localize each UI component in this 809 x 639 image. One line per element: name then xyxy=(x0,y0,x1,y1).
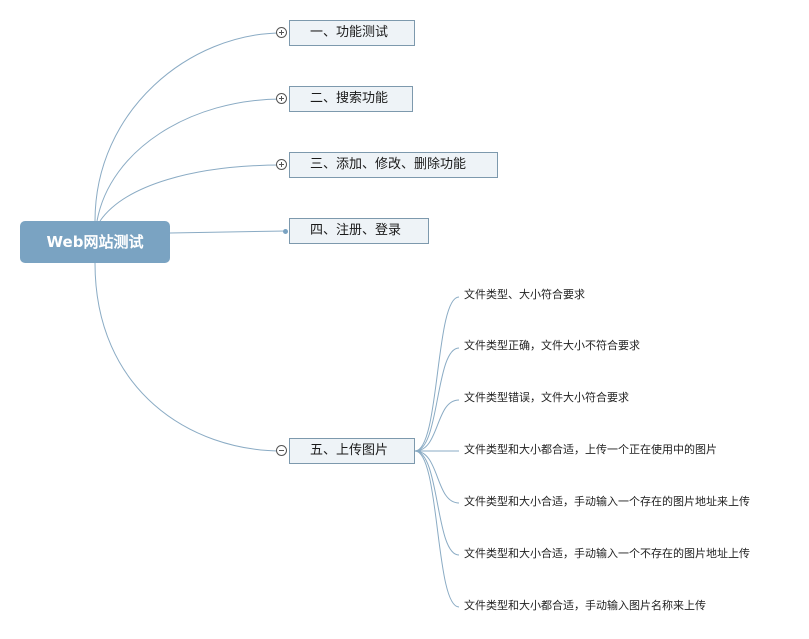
upload-case-item[interactable]: 文件类型和大小合适，手动输入一个不存在的图片地址上传 xyxy=(464,547,750,560)
connector-leaf-3 xyxy=(414,399,460,452)
upload-case-item[interactable]: 文件类型和大小都合适，手动输入图片名称来上传 xyxy=(464,599,706,612)
connector-branch-2 xyxy=(96,98,283,222)
connector-leaf-1 xyxy=(414,296,460,452)
expand-icon[interactable] xyxy=(276,93,287,104)
connector-leaf-6 xyxy=(414,450,460,556)
connector-branch-3 xyxy=(99,164,283,222)
connector-leaf-7 xyxy=(414,450,460,608)
upload-case-item[interactable]: 文件类型、大小符合要求 xyxy=(464,288,585,301)
branch-label: 三、添加、修改、删除功能 xyxy=(310,157,467,172)
branch-add-edit-delete[interactable]: 三、添加、修改、删除功能 xyxy=(289,152,498,178)
expand-icon[interactable] xyxy=(276,159,287,170)
collapse-icon[interactable] xyxy=(276,445,287,456)
upload-case-item[interactable]: 文件类型正确，文件大小不符合要求 xyxy=(464,339,640,352)
connector-branch-5 xyxy=(94,262,283,452)
branch-label: 五、上传图片 xyxy=(310,443,389,458)
branch-upload-image[interactable]: 五、上传图片 xyxy=(289,438,415,464)
branch-label: 四、注册、登录 xyxy=(310,223,402,238)
branch-label: 二、搜索功能 xyxy=(310,91,389,106)
connector-leaf-5 xyxy=(414,450,460,504)
branch-label: 一、功能测试 xyxy=(310,25,389,40)
connector-leaf-2 xyxy=(414,347,460,452)
connector-branch-4 xyxy=(169,230,287,234)
branch-functional-test[interactable]: 一、功能测试 xyxy=(289,20,415,46)
expand-icon[interactable] xyxy=(276,27,287,38)
root-node[interactable]: Web网站测试 xyxy=(20,221,170,263)
upload-case-item[interactable]: 文件类型和大小合适，手动输入一个存在的图片地址来上传 xyxy=(464,495,750,508)
branch-register-login[interactable]: 四、注册、登录 xyxy=(289,218,429,244)
upload-case-item[interactable]: 文件类型错误，文件大小符合要求 xyxy=(464,391,629,404)
connector-branch-1 xyxy=(94,32,283,222)
connector-dot xyxy=(283,229,288,234)
branch-search-function[interactable]: 二、搜索功能 xyxy=(289,86,413,112)
upload-case-item[interactable]: 文件类型和大小都合适，上传一个正在使用中的图片 xyxy=(464,443,717,456)
